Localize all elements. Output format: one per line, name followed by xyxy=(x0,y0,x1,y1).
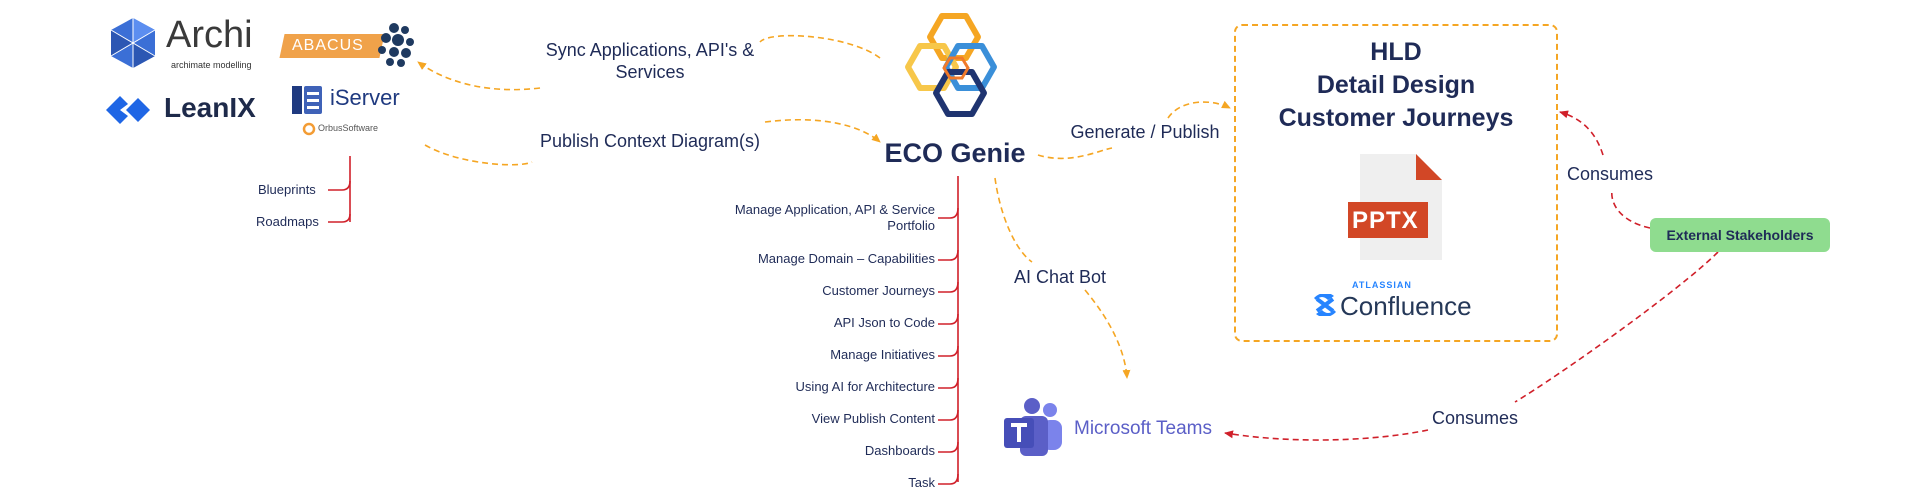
ai-chat-bot-label: AI Chat Bot xyxy=(1013,267,1107,287)
capability-item: Using AI for Architecture xyxy=(795,379,935,394)
consumes-docs-label: Consumes xyxy=(1566,164,1654,184)
documents-box: HLD Detail Design Customer Journeys PPTX… xyxy=(1234,24,1558,342)
abacus-logo: ABACUS xyxy=(279,20,414,70)
leanix-logo: LeanIX xyxy=(102,90,267,130)
iserver-icon xyxy=(292,86,322,114)
confluence-logo: ATLASSIAN Confluence xyxy=(1314,280,1494,324)
archi-hexagon-icon xyxy=(110,18,156,68)
capability-item: API Json to Code xyxy=(833,315,935,330)
sync-label: Sync Applications, API's & Services xyxy=(545,40,755,82)
archi-logo: Archi archimate modelling xyxy=(108,14,268,72)
orbus-ring-icon xyxy=(302,122,316,136)
leanix-diamond-icon xyxy=(106,96,150,124)
archi-name: Archi xyxy=(166,14,253,56)
pptx-label: PPTX xyxy=(1352,207,1419,234)
doc-title-customer-journeys: Customer Journeys xyxy=(1278,104,1514,132)
iserver-logo: iServer OrbusSoftware xyxy=(290,82,410,142)
consumes-teams-connector xyxy=(1225,251,1719,440)
tool-output-roadmaps: Roadmaps xyxy=(256,214,319,229)
capability-item: Manage Initiatives xyxy=(830,347,935,362)
confluence-brand: ATLASSIAN xyxy=(1352,280,1412,290)
leanix-name: LeanIX xyxy=(164,92,256,123)
capabilities-list: Manage Application, API & Service Portfo… xyxy=(680,0,935,500)
pptx-file-icon: PPTX xyxy=(1348,154,1444,260)
publish-context-label: Publish Context Diagram(s) xyxy=(539,131,761,151)
external-stakeholders-label: External Stakeholders xyxy=(1666,227,1814,243)
capability-item: Customer Journeys xyxy=(822,283,935,298)
capability-item: View Publish Content xyxy=(811,411,935,426)
confluence-icon xyxy=(1314,294,1336,316)
iserver-name: iServer xyxy=(330,85,400,110)
tool-output-blueprints: Blueprints xyxy=(258,182,316,197)
teams-icon xyxy=(1004,398,1062,456)
microsoft-teams-logo: Microsoft Teams xyxy=(1002,398,1222,462)
external-stakeholders-badge: External Stakeholders xyxy=(1650,218,1830,252)
abacus-beads-icon xyxy=(378,23,414,67)
sync-connector xyxy=(418,34,881,91)
doc-title-detail-design: Detail Design xyxy=(1316,71,1476,99)
capability-item: Manage Application, API & Service Portfo… xyxy=(734,202,935,234)
doc-title-hld: HLD xyxy=(1370,38,1422,66)
generate-publish-label: Generate / Publish xyxy=(1070,122,1220,142)
iserver-vendor: OrbusSoftware xyxy=(318,123,379,133)
archi-tagline: archimate modelling xyxy=(171,60,252,70)
tool-outputs-bracket xyxy=(328,156,351,223)
eco-genie-title: ECO Genie xyxy=(884,138,1026,168)
capability-item: Task xyxy=(908,475,935,490)
capability-item: Dashboards xyxy=(864,443,935,458)
publish-context-connector xyxy=(424,118,880,166)
abacus-name: ABACUS xyxy=(292,37,364,54)
consumes-docs-connector xyxy=(1560,112,1651,229)
capability-item: Manage Domain – Capabilities xyxy=(757,251,935,266)
consumes-teams-label: Consumes xyxy=(1431,408,1519,428)
eco-genie-hexagons-icon xyxy=(905,13,997,117)
capabilities-bracket xyxy=(938,176,959,485)
ai-chat-bot-connector xyxy=(994,177,1127,378)
teams-name: Microsoft Teams xyxy=(1074,418,1212,439)
generate-publish-connector xyxy=(1037,102,1230,160)
confluence-name: Confluence xyxy=(1340,291,1472,321)
